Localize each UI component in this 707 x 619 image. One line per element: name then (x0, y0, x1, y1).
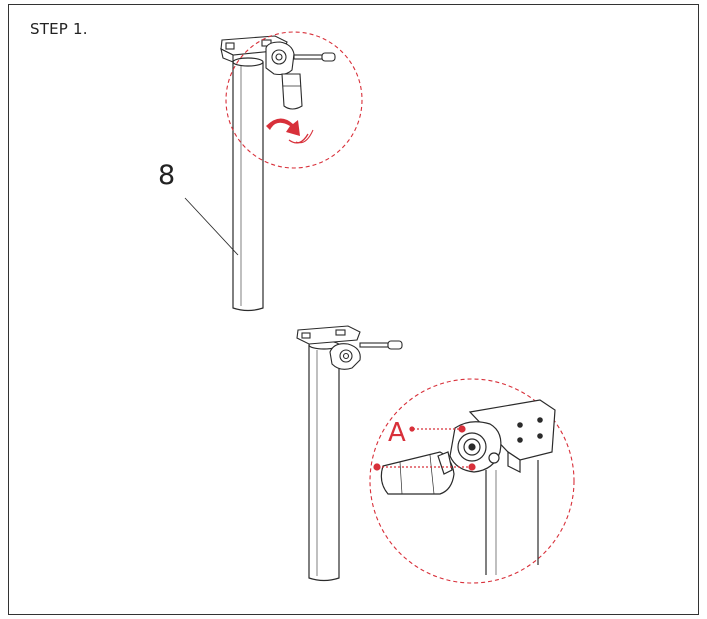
callout-a-label: A (388, 418, 406, 448)
part-number-label: 8 (158, 160, 176, 191)
lower-mount-bracket (296, 325, 403, 370)
rotate-arrow-icon (266, 118, 314, 144)
detail-circle-upper (225, 31, 363, 169)
detail-circle-lower (369, 378, 575, 584)
part-number-leader (184, 197, 239, 256)
callout-leaders (373, 425, 476, 471)
instruction-panel (8, 4, 699, 615)
lower-leg (308, 340, 340, 582)
upper-mount-bracket (220, 35, 336, 110)
upper-leg (232, 57, 264, 312)
detail-leg (485, 460, 539, 575)
step-title: STEP 1. (30, 20, 88, 38)
detail-bracket (380, 399, 556, 495)
